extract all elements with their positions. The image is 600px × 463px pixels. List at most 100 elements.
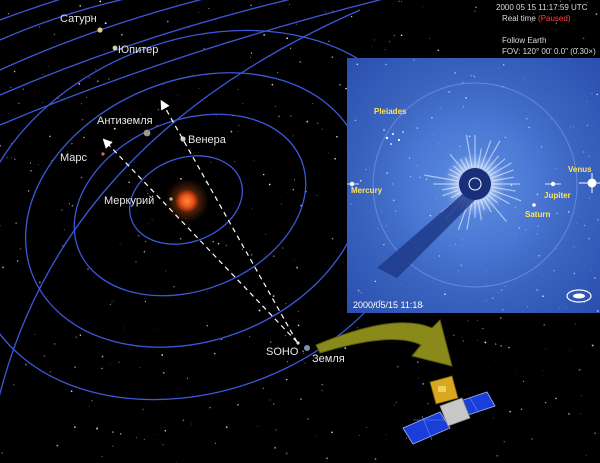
saturn-dot	[97, 27, 103, 33]
star	[88, 406, 90, 408]
inset-star	[472, 75, 474, 76]
inset-star	[462, 244, 464, 246]
inset-star	[409, 176, 412, 178]
star	[17, 102, 20, 105]
sun-marker	[468, 177, 482, 191]
inset-star	[391, 183, 393, 185]
inset-star	[382, 244, 385, 246]
star	[90, 14, 92, 17]
corona-ray	[452, 165, 463, 174]
star	[56, 444, 59, 447]
inset-star	[518, 227, 520, 229]
inset-star	[597, 218, 599, 221]
corona-ray	[490, 169, 514, 179]
star	[237, 403, 239, 406]
star	[555, 22, 558, 24]
star	[112, 445, 114, 447]
star	[520, 408, 523, 411]
corona-ray	[485, 155, 500, 172]
star	[416, 361, 419, 364]
inset-star	[503, 64, 505, 66]
inset-star	[537, 225, 539, 227]
star	[475, 6, 477, 9]
star	[249, 336, 251, 338]
star	[186, 377, 189, 379]
star	[274, 446, 277, 449]
label-soho: SOHO	[266, 346, 299, 358]
inset-star	[408, 157, 411, 159]
star	[67, 151, 68, 153]
star	[344, 347, 347, 350]
star	[238, 131, 239, 132]
star	[290, 115, 292, 117]
star	[276, 71, 279, 74]
star	[34, 334, 35, 335]
inset-star	[473, 76, 476, 78]
star	[543, 323, 546, 326]
star	[286, 191, 288, 193]
inset-star	[596, 310, 599, 312]
star	[49, 135, 51, 138]
star	[15, 222, 17, 224]
inset-star	[582, 151, 585, 153]
label-earth: Земля	[312, 353, 345, 365]
star	[49, 371, 51, 373]
field-of-view-edge	[372, 82, 578, 288]
star	[250, 254, 253, 256]
star	[88, 77, 90, 78]
star	[11, 157, 13, 158]
corona-ray	[424, 174, 459, 182]
star	[503, 441, 505, 443]
star	[282, 247, 284, 249]
orbit-mercury	[128, 155, 244, 245]
star	[366, 426, 367, 428]
star	[139, 367, 141, 368]
saturn-point	[532, 203, 536, 207]
star	[119, 433, 122, 435]
inset-star	[502, 309, 504, 311]
inset-star	[594, 277, 596, 279]
star	[356, 327, 359, 329]
star	[384, 49, 386, 51]
star	[119, 243, 121, 245]
star	[242, 102, 244, 104]
inset-star	[528, 126, 530, 129]
star	[113, 127, 116, 130]
inset-star	[454, 72, 456, 74]
star	[509, 410, 512, 413]
corona-ray	[466, 200, 473, 230]
inset-star	[444, 293, 446, 296]
inset-star	[350, 203, 352, 205]
star	[147, 193, 149, 195]
star	[2, 266, 4, 269]
star	[580, 413, 582, 415]
star	[238, 124, 240, 127]
star	[156, 125, 158, 127]
inset-star	[536, 193, 539, 196]
star	[500, 345, 502, 347]
star	[99, 0, 102, 3]
star	[304, 362, 306, 364]
star	[87, 268, 89, 270]
star	[68, 101, 70, 103]
inset-star	[365, 168, 367, 171]
star	[159, 442, 161, 444]
star	[544, 401, 547, 404]
star	[14, 158, 16, 161]
star	[582, 37, 585, 40]
star	[437, 49, 440, 52]
star	[251, 208, 253, 210]
inset-star	[542, 275, 543, 276]
star	[16, 260, 19, 262]
star	[359, 435, 361, 436]
star	[265, 234, 267, 235]
corona-ray	[477, 148, 482, 168]
inset-star	[576, 223, 578, 225]
lasco-coronagraph-inset: Pleiades Mercury Venus Jupiter Saturn 20…	[347, 58, 600, 313]
star	[137, 234, 140, 237]
star	[484, 341, 487, 344]
star	[328, 40, 330, 42]
star	[38, 281, 41, 284]
star	[7, 113, 9, 114]
star	[118, 361, 120, 363]
